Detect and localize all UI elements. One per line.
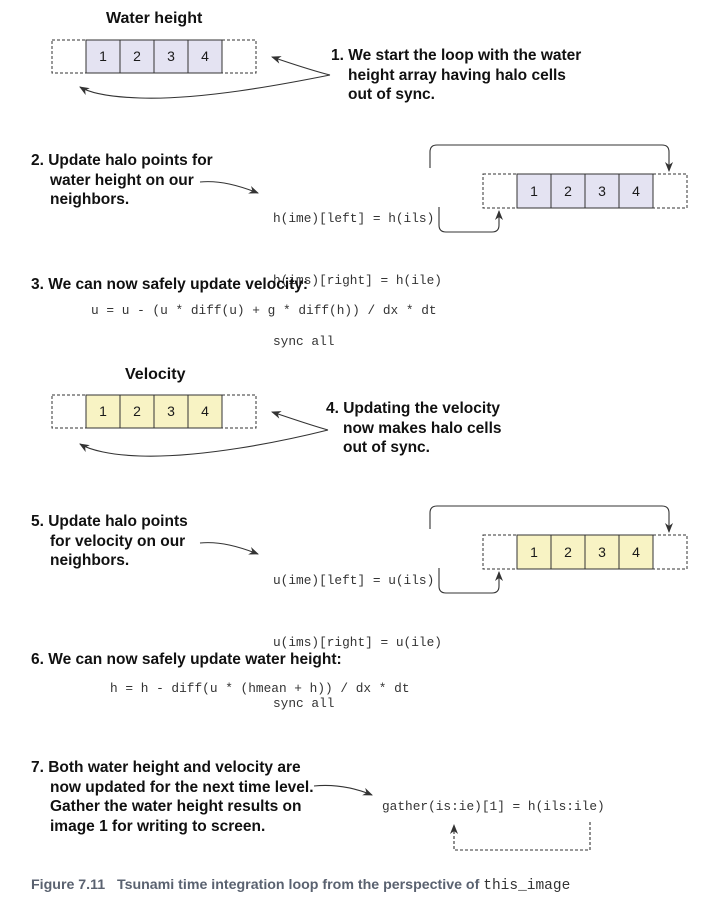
pointer-arrow-7 — [313, 784, 373, 796]
velocity-2-cell-1: 1 — [530, 544, 538, 560]
step-7-note: 7. Both water height and velocity are no… — [31, 758, 314, 836]
code-line: h(ime)[left] = h(ils) — [273, 211, 435, 226]
velocity-cell-1: 1 — [99, 403, 107, 419]
water-height-cell-3: 3 — [167, 48, 175, 64]
code-line: h(ims)[right] = h(ile) — [273, 272, 442, 288]
gather-code: gather(is:ie)[1] = h(ils:ile) — [382, 799, 605, 814]
code-line: u(ime)[left] = u(ils) — [273, 573, 435, 588]
step-5-code: u(ime)[left] = u(ils) u(ims)[right] = u(… — [273, 530, 442, 735]
step-3-note: 3. We can now safely update velocity: — [31, 276, 309, 293]
halo-copy-arrow-right-5 — [429, 505, 673, 533]
velocity-cell-4: 4 — [201, 403, 209, 419]
step-5-line-2: for velocity on our — [50, 532, 186, 550]
step-2-code: h(ime)[left] = h(ils) h(ims)[right] = h(… — [273, 168, 442, 373]
step-7-line-4: image 1 for writing to screen. — [50, 817, 266, 835]
caption-text: Tsunami time integration loop from the p… — [116, 877, 480, 893]
halo-copy-arrow-left-5 — [438, 568, 503, 594]
step-1-line-1: 1. We start the loop with the water — [331, 47, 582, 64]
caption-label: Figure 7.11 — [31, 877, 106, 893]
water-height-cell-4: 4 — [201, 48, 209, 64]
velocity-update-code: u = u - (u * diff(u) + g * diff(h)) / dx… — [91, 303, 437, 318]
step-7-line-3: Gather the water height results on — [50, 798, 302, 815]
pointer-arrow-5 — [199, 542, 259, 555]
code-line: u(ims)[right] = u(ile) — [273, 634, 442, 650]
step-5-line-1: 5. Update halo points — [31, 513, 188, 530]
height-update-code: h = h - diff(u * (hmean + h)) / dx * dt — [110, 681, 410, 696]
figure-caption: Figure 7.11 Tsunami time integration loo… — [31, 877, 570, 894]
water-height-cell-2: 2 — [133, 48, 141, 64]
water-height-array-2 — [482, 173, 688, 209]
halo-copy-arrow-left-2 — [438, 207, 503, 233]
step-1-line-2: height array having halo cells — [348, 66, 566, 84]
water-height-array — [51, 39, 257, 74]
water-height-title: Water height — [106, 10, 203, 27]
loop-arrow-4 — [79, 411, 329, 457]
caption-code: this_image — [483, 878, 571, 894]
code-line: sync all — [273, 334, 335, 349]
velocity-2-cell-2: 2 — [564, 544, 572, 560]
step-5-note: 5. Update halo points for velocity on ou… — [31, 512, 188, 571]
velocity-2-cell-4: 4 — [632, 544, 640, 560]
velocity-cell-2: 2 — [133, 403, 141, 419]
step-1-line-3: out of sync. — [348, 86, 435, 103]
water-height-2-cell-1: 1 — [530, 183, 538, 199]
velocity-title: Velocity — [125, 366, 186, 383]
gather-arrow — [450, 822, 591, 851]
water-height-2-cell-3: 3 — [598, 183, 606, 199]
step-4-note: 4. Updating the velocity now makes halo … — [326, 399, 502, 458]
velocity-cell-3: 3 — [167, 403, 175, 419]
water-height-2-cell-2: 2 — [564, 183, 572, 199]
step-5-line-3: neighbors. — [50, 552, 130, 569]
velocity-2-cell-3: 3 — [598, 544, 606, 560]
step-2-note: 2. Update halo points for water height o… — [31, 151, 213, 210]
step-4-line-3: out of sync. — [343, 439, 430, 456]
step-2-line-2: water height on our — [50, 171, 194, 189]
water-height-2-cell-4: 4 — [632, 183, 640, 199]
pointer-arrow-2 — [199, 181, 259, 194]
step-6-note: 6. We can now safely update water height… — [31, 651, 342, 668]
step-4-line-2: now makes halo cells — [343, 419, 502, 437]
water-height-cell-1: 1 — [99, 48, 107, 64]
step-1-note: 1. We start the loop with the water heig… — [331, 46, 581, 105]
loop-arrow-1 — [79, 56, 331, 99]
velocity-array-2 — [482, 534, 688, 570]
step-2-line-3: neighbors. — [50, 191, 130, 208]
step-4-line-1: 4. Updating the velocity — [326, 400, 500, 417]
step-7-line-2: now updated for the next time level. — [50, 778, 314, 796]
velocity-array — [51, 394, 257, 429]
step-7-line-1: 7. Both water height and velocity are — [31, 759, 301, 776]
step-2-line-1: 2. Update halo points for — [31, 152, 213, 169]
halo-copy-arrow-right-2 — [429, 144, 673, 172]
code-line: sync all — [273, 696, 335, 711]
